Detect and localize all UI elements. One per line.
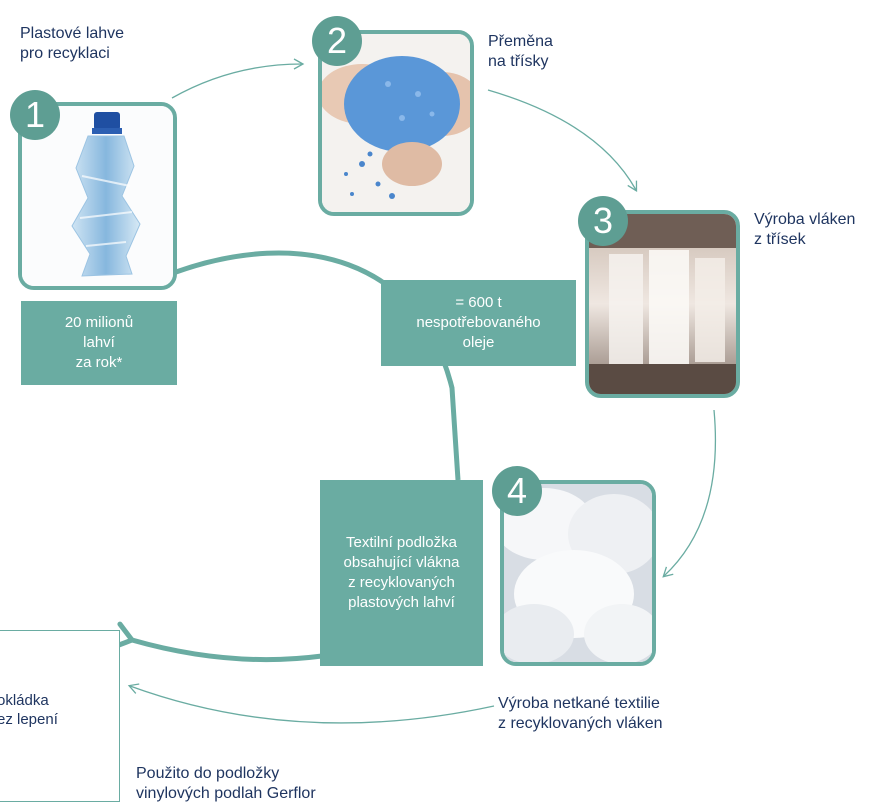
bottles-per-year-box: 20 milionů lahví za rok*	[21, 301, 177, 385]
fiber-machine-icon	[589, 214, 736, 394]
textile-backing-box: Textilní podložka obsahující vlákna z re…	[320, 480, 483, 666]
plastic-flakes-icon	[322, 34, 470, 212]
thick-arrow-to-final	[110, 621, 323, 663]
step1-caption: Plastové lahve pro recyklaci	[20, 25, 125, 62]
step2-photo	[318, 30, 474, 216]
step4-photo	[500, 480, 656, 666]
arrow-2-to-3	[487, 89, 638, 193]
final-product-box: okládka ez lepení	[0, 630, 120, 802]
step4-caption: Výroba netkané textilie z recyklovaných …	[498, 695, 663, 732]
arrow-4-to-final	[127, 683, 495, 724]
oil-saved-box: = 600 t nespotřebovaného oleje	[381, 280, 576, 366]
step2-number-badge: 2	[312, 16, 362, 66]
step3-photo	[585, 210, 740, 398]
arrow-3-to-4	[662, 409, 717, 578]
step4-number-badge: 4	[492, 466, 542, 516]
step3-number-badge: 3	[578, 196, 628, 246]
final-caption: Použito do podložky vinylových podlah Ge…	[136, 765, 316, 802]
step3-caption: Výroba vláken z třísek	[754, 211, 856, 248]
plastic-bottle-icon	[22, 106, 173, 286]
step2-caption: Přeměna na třísky	[488, 33, 553, 70]
final-product-text: okládka ez lepení	[0, 692, 58, 728]
nonwoven-fiber-icon	[504, 484, 652, 662]
step1-number-badge: 1	[10, 90, 60, 140]
arrow-1-to-2	[171, 58, 305, 99]
